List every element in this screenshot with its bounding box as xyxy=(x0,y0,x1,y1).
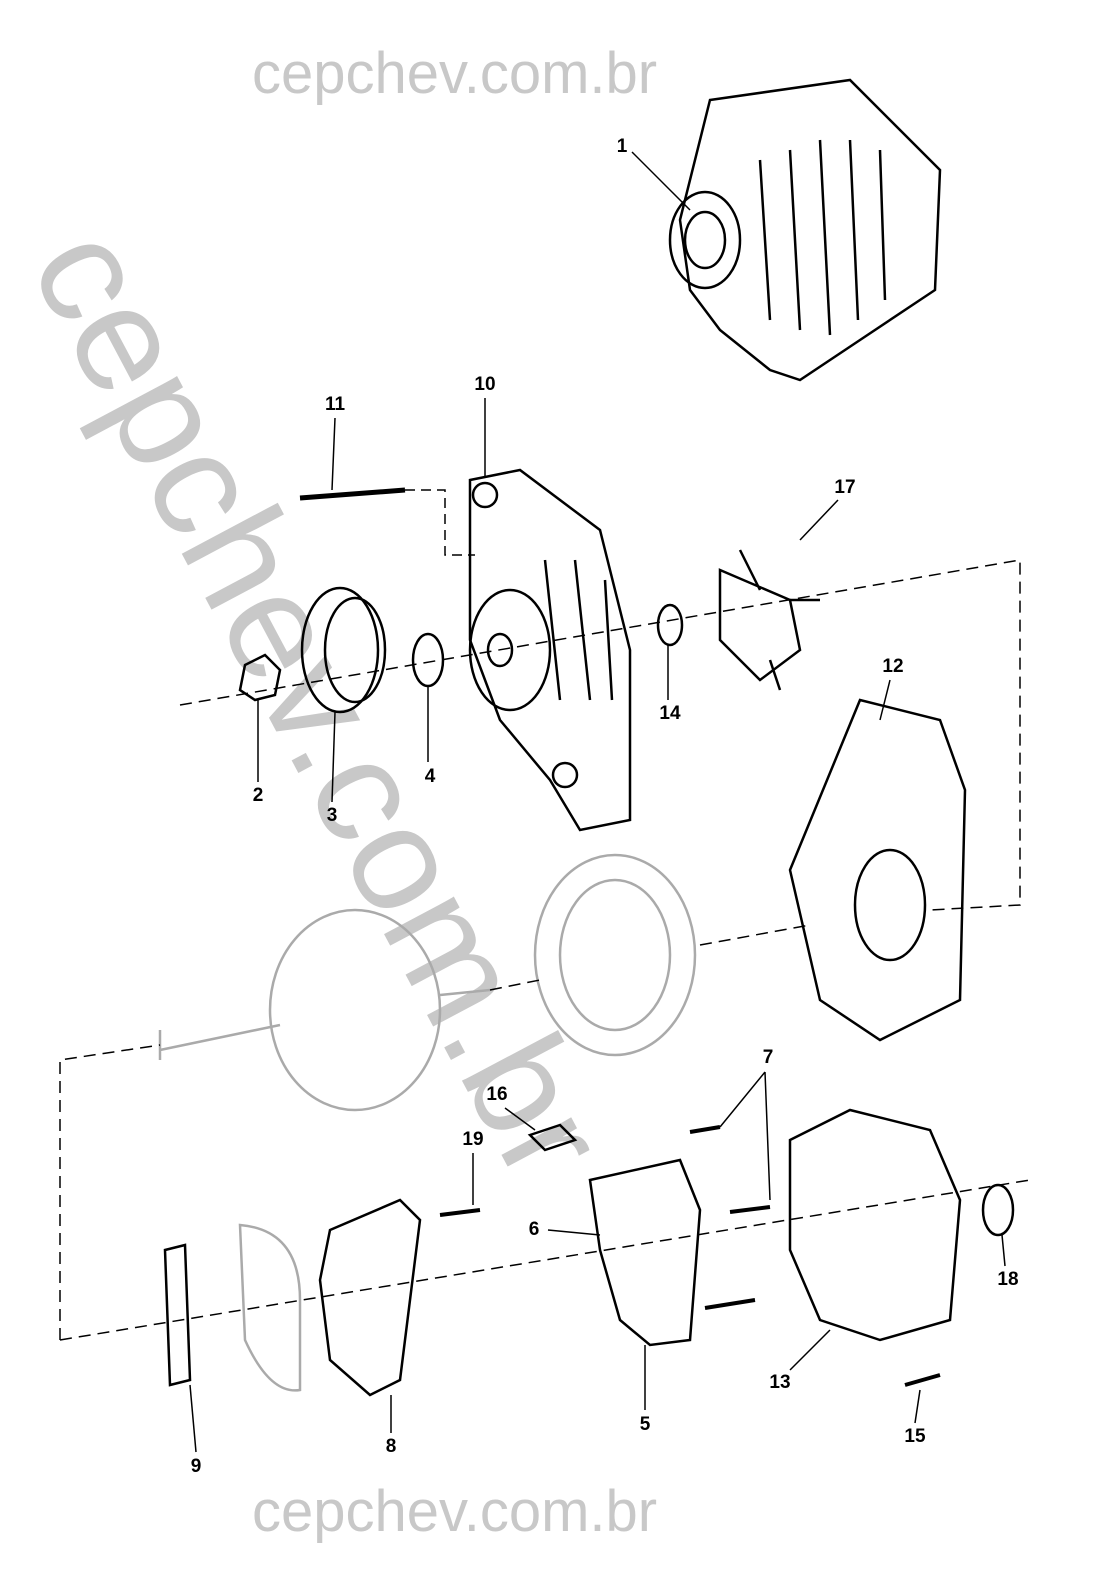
spacer xyxy=(411,632,445,688)
callout-11: 11 xyxy=(324,394,346,415)
fan xyxy=(718,549,820,691)
rectifier-bridge xyxy=(318,1198,422,1397)
callout-2: 2 xyxy=(252,785,264,806)
callout-15: 15 xyxy=(904,1426,926,1447)
watermark-bottom: cepchev.com.br xyxy=(252,1479,658,1544)
callout-12: 12 xyxy=(882,656,904,677)
callout-13: 13 xyxy=(769,1372,791,1393)
nut-terminal xyxy=(527,1123,578,1152)
callout-19: 19 xyxy=(462,1129,484,1150)
watermark-top: cepchev.com.br xyxy=(252,41,658,106)
rotor-stator xyxy=(158,853,697,1112)
callout-18: 18 xyxy=(997,1269,1019,1290)
callout-3: 3 xyxy=(326,805,338,826)
callout-16: 16 xyxy=(486,1084,508,1105)
callout-9: 9 xyxy=(190,1456,202,1477)
callout-14: 14 xyxy=(659,703,681,724)
callout-7: 7 xyxy=(762,1047,774,1068)
callout-10: 10 xyxy=(474,374,496,395)
regulator xyxy=(588,1158,702,1347)
front-housing xyxy=(468,468,632,832)
rear-housing xyxy=(788,698,967,1042)
alternator-assembly xyxy=(668,78,942,382)
callout-6: 6 xyxy=(528,1219,540,1240)
callout-17: 17 xyxy=(834,477,856,498)
pulley xyxy=(300,586,380,714)
callout-5: 5 xyxy=(639,1414,651,1435)
insulator xyxy=(238,1223,302,1392)
nut xyxy=(238,653,282,702)
brush-holder-clip xyxy=(163,1243,192,1387)
callout-8: 8 xyxy=(385,1436,397,1457)
callout-4: 4 xyxy=(424,766,436,787)
callout-1: 1 xyxy=(616,136,628,157)
bearing xyxy=(981,1183,1015,1237)
rear-cover xyxy=(788,1108,962,1342)
bearing-seal xyxy=(656,603,684,647)
